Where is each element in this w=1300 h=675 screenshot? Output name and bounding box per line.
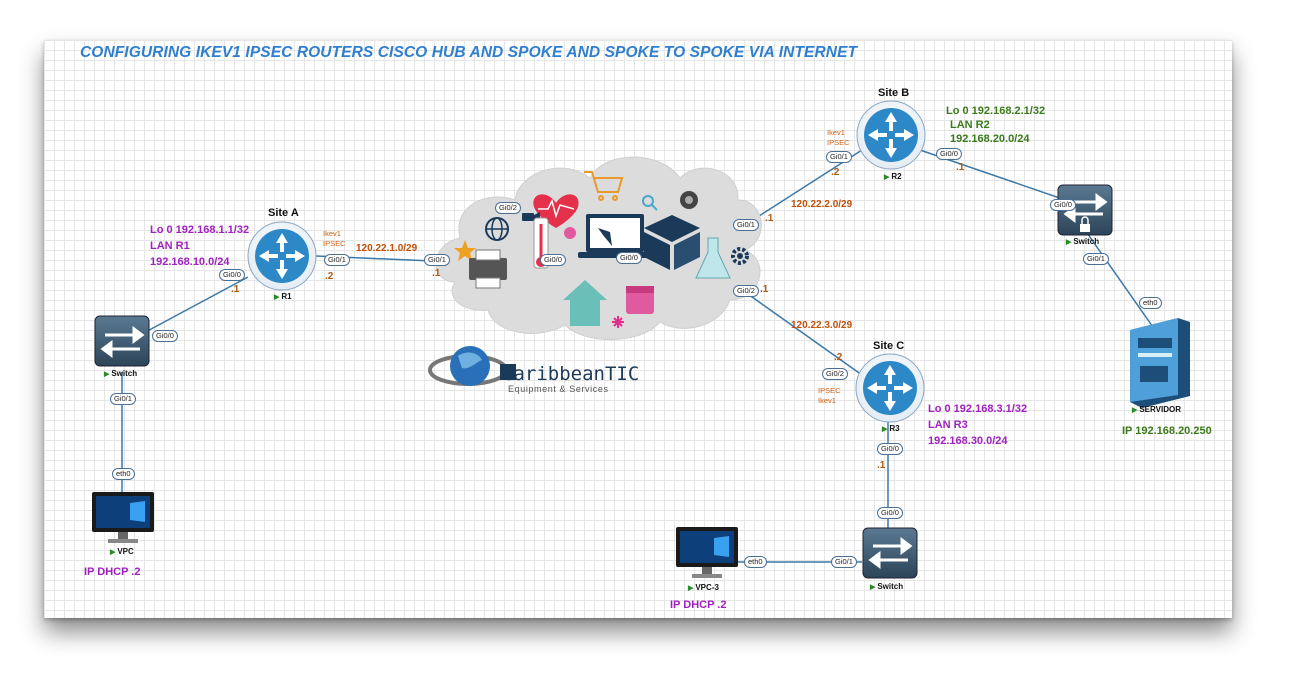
- r1-lan-label: LAN R1: [150, 240, 190, 252]
- r1-name: R1: [274, 292, 291, 301]
- r1-loopback: Lo 0 192.168.1.1/32: [150, 224, 250, 236]
- r2-gi00-addr: .1: [956, 162, 965, 173]
- port-servidor-eth0[interactable]: eth0: [1139, 297, 1162, 309]
- port-r3-gi02[interactable]: Gi0/2: [822, 368, 848, 380]
- r1-ikev1: Ikev1: [323, 229, 341, 238]
- port-r2-gi01[interactable]: Gi0/1: [826, 151, 852, 163]
- port-cloud-gi00-left[interactable]: Gi0/0: [540, 254, 566, 266]
- port-r3-gi00[interactable]: Gi0/0: [877, 443, 903, 455]
- r3-loopback: Lo 0 192.168.3.1/32: [928, 403, 1028, 415]
- r3-lan-label: LAN R3: [928, 419, 968, 431]
- servidor-icon[interactable]: [1130, 318, 1190, 408]
- logo-name: CaribbeanTIC: [502, 363, 639, 385]
- switch-c-icon[interactable]: [862, 527, 918, 579]
- r3-gi00-addr: .1: [877, 460, 886, 471]
- logo-name-a: Caribbean: [502, 363, 605, 385]
- servidor-name: SERVIDOR: [1132, 405, 1181, 414]
- port-vpc3-eth0[interactable]: eth0: [744, 556, 767, 568]
- r2-ipsec: IPSEC: [827, 138, 850, 147]
- vpc3-monitor-icon[interactable]: [676, 527, 738, 578]
- port-switch-a-gi00[interactable]: Gi0/0: [152, 330, 178, 342]
- router-r3-icon[interactable]: [855, 353, 925, 423]
- r3-ikev1: Ikev1: [818, 396, 836, 405]
- wan-b-net: 120.22.2.0/29: [791, 199, 853, 210]
- port-switch-a-gi01[interactable]: Gi0/1: [110, 393, 136, 405]
- servidor-ip-label: IP 192.168.20.250: [1122, 425, 1212, 437]
- diagram-title: CONFIGURING IKEV1 IPSEC ROUTERS CISCO HU…: [80, 44, 858, 61]
- vpc3-ip-label: IP DHCP .2: [670, 599, 727, 611]
- site-b-label: Site B: [878, 87, 910, 99]
- switch-a-icon[interactable]: [94, 315, 150, 367]
- port-cloud-gi02-b[interactable]: Gi0/2: [733, 285, 759, 297]
- r2-lan-label: LAN R2: [950, 119, 990, 131]
- vpc-name: VPC: [110, 547, 133, 556]
- port-cloud-gi02-top[interactable]: Gi0/2: [495, 202, 521, 214]
- r3-ipsec: IPSEC: [818, 386, 841, 395]
- caribbeantic-logo-icon: [428, 346, 516, 386]
- r3-name: R3: [882, 424, 899, 433]
- internet-cloud: [435, 156, 762, 341]
- r1-gi00-addr: .1: [231, 284, 240, 295]
- port-r1-gi00[interactable]: Gi0/0: [219, 269, 245, 281]
- port-r1-gi01[interactable]: Gi0/1: [324, 254, 350, 266]
- vpc-ip-label: IP DHCP .2: [84, 566, 141, 578]
- link-r1-switch: [139, 276, 249, 336]
- r2-loopback: Lo 0 192.168.2.1/32: [946, 105, 1046, 117]
- site-a-label: Site A: [268, 207, 299, 219]
- port-vpc-eth0[interactable]: eth0: [112, 468, 135, 480]
- r1-ipsec: IPSEC: [323, 239, 346, 248]
- site-c-label: Site C: [873, 340, 905, 352]
- port-switch-c-gi00[interactable]: Gi0/0: [877, 507, 903, 519]
- port-switch-b-gi01[interactable]: Gi0/1: [1083, 253, 1109, 265]
- port-cloud-gi01-a[interactable]: Gi0/1: [424, 254, 450, 266]
- logo-tagline: Equipment & Services: [508, 384, 609, 394]
- router-r2-icon[interactable]: [856, 100, 926, 170]
- logo-name-b: TIC: [604, 363, 640, 385]
- r2-lan-net: 192.168.20.0/24: [950, 133, 1030, 145]
- r2-name: R2: [884, 172, 901, 181]
- r2-ikev1: Ikev1: [827, 128, 845, 137]
- vpc3-name: VPC-3: [688, 583, 719, 592]
- wan-c-net: 120.22.3.0/29: [791, 320, 853, 331]
- port-r2-gi00[interactable]: Gi0/0: [936, 148, 962, 160]
- link-cloud-r3: [744, 291, 863, 376]
- r3-gi02-addr: .2: [834, 352, 843, 363]
- port-switch-b-gi00[interactable]: Gi0/0: [1050, 199, 1076, 211]
- wan-a-net: 120.22.1.0/29: [356, 243, 418, 254]
- port-switch-c-gi01[interactable]: Gi0/1: [831, 556, 857, 568]
- r1-gi01-addr: .2: [325, 271, 334, 282]
- switch-a-name: Switch: [104, 369, 137, 378]
- router-r1-icon[interactable]: [247, 221, 317, 291]
- switch-b-icon[interactable]: [1057, 184, 1113, 236]
- r3-lan-net: 192.168.30.0/24: [928, 435, 1008, 447]
- r1-lan-net: 192.168.10.0/24: [150, 256, 230, 268]
- port-cloud-gi01-b[interactable]: Gi0/1: [733, 219, 759, 231]
- port-cloud-gi00-right[interactable]: Gi0/0: [616, 252, 642, 264]
- vpc-monitor-icon[interactable]: [92, 492, 154, 543]
- r2-gi01-addr: .2: [831, 167, 840, 178]
- link-switch-servidor: [1084, 229, 1156, 331]
- switch-c-name: Switch: [870, 582, 903, 591]
- cloud-gi01b-addr: .1: [765, 213, 774, 224]
- cloud-gi02-addr: .1: [760, 284, 769, 295]
- switch-b-name: Switch: [1066, 237, 1099, 246]
- cloud-gi01-addr: .1: [432, 268, 441, 279]
